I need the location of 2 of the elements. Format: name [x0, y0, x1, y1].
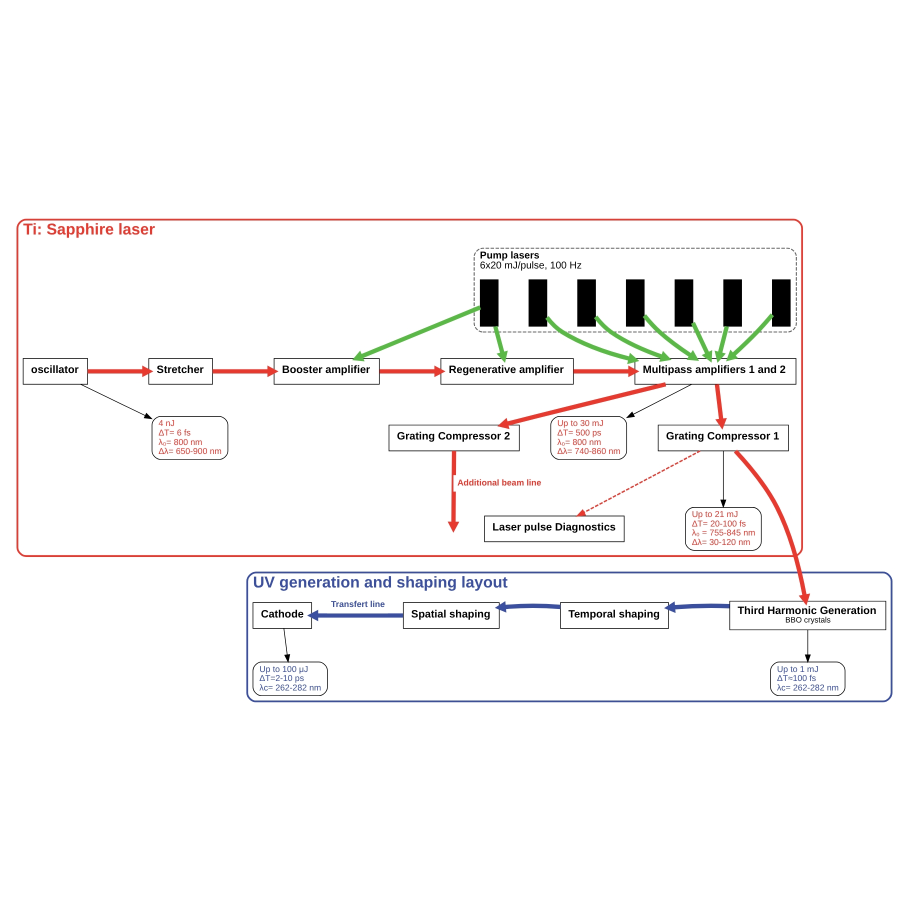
edge-label: Additional beam line	[457, 477, 542, 488]
edge-label: Transfert line	[331, 598, 385, 609]
